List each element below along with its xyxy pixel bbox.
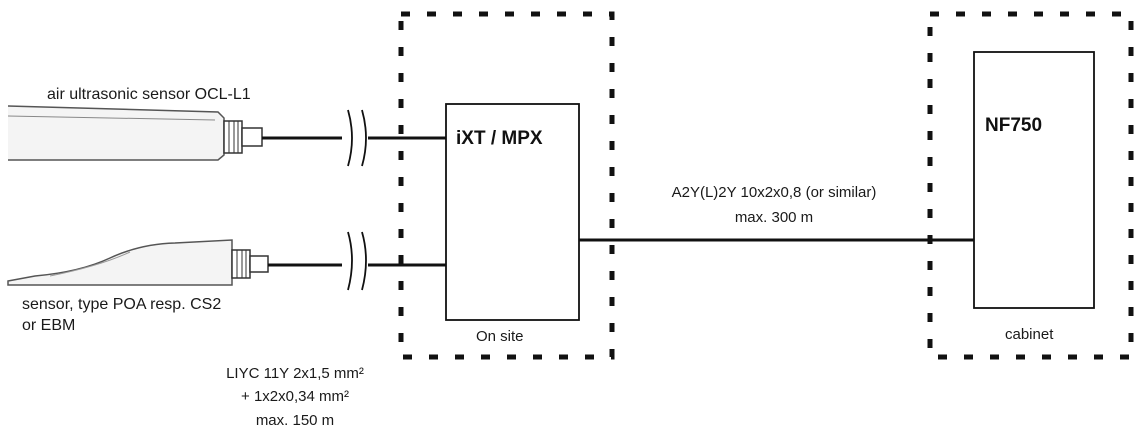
ultrasonic-sensor bbox=[7, 105, 263, 161]
field-cable-ultrasonic bbox=[262, 109, 446, 167]
onsite-zone-border bbox=[398, 11, 615, 360]
onsite-zone-label: On site bbox=[476, 328, 524, 345]
poa-sensor-label-cont: or EBM bbox=[22, 317, 75, 334]
field-cable-spec-cont: + 1x2x0,34 mm² bbox=[241, 388, 349, 405]
field-cable-poa bbox=[268, 231, 446, 291]
trunk-cable-spec: A2Y(L)2Y 10x2x0,8 (or similar) bbox=[672, 184, 877, 201]
poa-sensor bbox=[7, 239, 269, 286]
ultrasonic-sensor-label: air ultrasonic sensor OCL-L1 bbox=[47, 86, 251, 103]
poa-sensor-label: sensor, type POA resp. CS2 bbox=[22, 296, 221, 313]
cabinet-zone-border bbox=[927, 11, 1134, 360]
field-cable-length: max. 150 m bbox=[256, 412, 334, 429]
field-cable-spec: LIYC 11Y 2x1,5 mm² bbox=[226, 365, 364, 382]
cabinet-zone-label: cabinet bbox=[1005, 326, 1054, 343]
ixt-mpx-box bbox=[445, 103, 580, 321]
ixt-mpx-title: iXT / MPX bbox=[456, 128, 543, 149]
nf750-title: NF750 bbox=[985, 115, 1042, 136]
nf750-box bbox=[973, 51, 1095, 309]
trunk-cable-length: max. 300 m bbox=[735, 209, 813, 226]
